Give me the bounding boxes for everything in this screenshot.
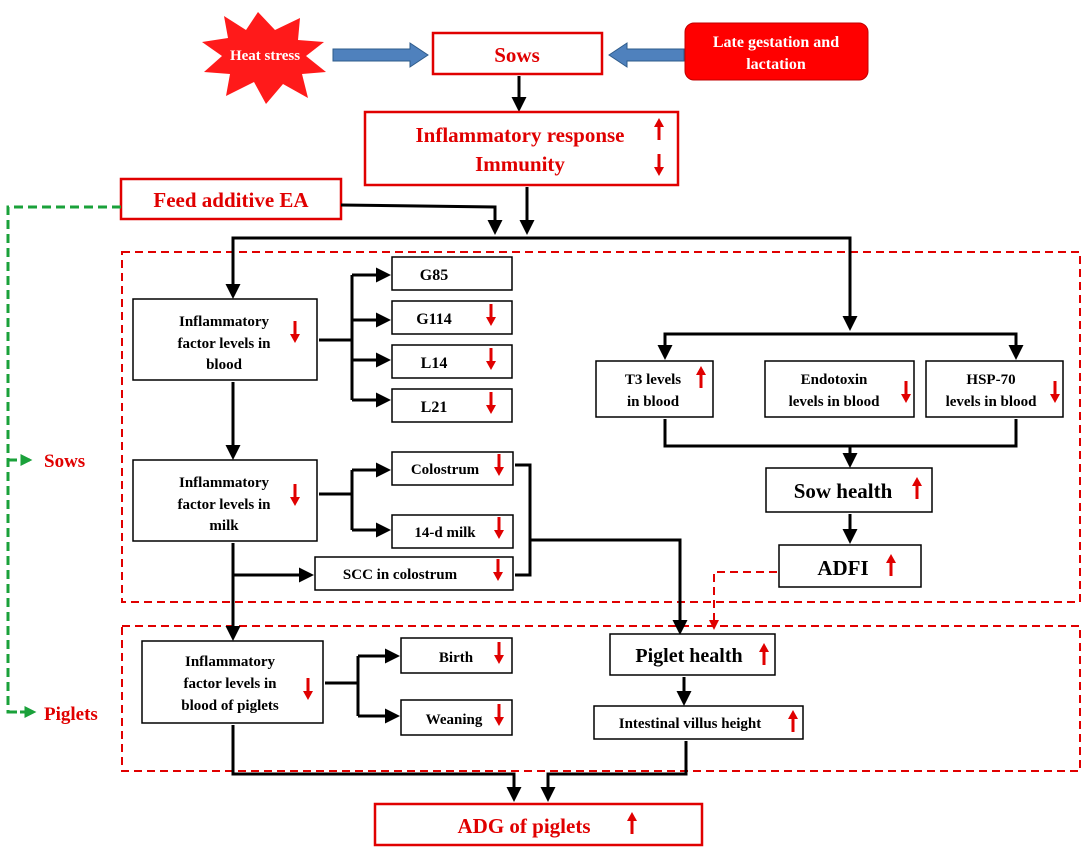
svg-text:G114: G114 bbox=[416, 311, 452, 328]
svg-text:levels in blood: levels in blood bbox=[946, 394, 1038, 410]
svg-text:L14: L14 bbox=[421, 355, 448, 372]
birth-node: Birth bbox=[400, 637, 513, 674]
svg-text:in blood: in blood bbox=[627, 394, 680, 410]
svg-text:Sow health: Sow health bbox=[794, 479, 893, 503]
g85-node: G85 bbox=[391, 256, 513, 291]
feed-additive-node: Feed additive EA bbox=[119, 177, 343, 221]
adfi-node: ADFI bbox=[778, 544, 922, 588]
svg-text:Weaning: Weaning bbox=[426, 712, 483, 728]
milk-factor-node: Inflammatory factor levels in milk bbox=[132, 459, 318, 542]
blood-factor-node: Inflammatory factor levels in blood bbox=[132, 298, 318, 381]
svg-text:HSP-70: HSP-70 bbox=[966, 372, 1015, 388]
sows-top-label: Sows bbox=[494, 43, 540, 67]
late-gestation-line2: lactation bbox=[746, 56, 806, 73]
sows-region bbox=[121, 251, 1081, 603]
immunity-label: Immunity bbox=[475, 152, 565, 176]
scc-node: SCC in colostrum bbox=[314, 556, 514, 591]
hsp70-node: HSP-70 levels in blood bbox=[925, 360, 1064, 418]
svg-text:levels in blood: levels in blood bbox=[789, 394, 881, 410]
inflammatory-response-node: Inflammatory response Immunity bbox=[363, 110, 680, 187]
inflammatory-response-label: Inflammatory response bbox=[415, 123, 624, 147]
blue-arrow-left bbox=[332, 42, 429, 68]
colostrum-node: Colostrum bbox=[391, 451, 514, 486]
heat-stress-label: Heat stress bbox=[230, 48, 300, 64]
heat-stress-star: Heat stress bbox=[202, 12, 326, 104]
blue-arrow-right bbox=[608, 42, 685, 68]
piglets-region bbox=[121, 625, 1081, 772]
endotoxin-node: Endotoxin levels in blood bbox=[764, 360, 915, 418]
sow-health-node: Sow health bbox=[765, 467, 933, 513]
svg-text:Inflammatory: Inflammatory bbox=[185, 654, 275, 670]
svg-text:SCC in colostrum: SCC in colostrum bbox=[343, 567, 458, 583]
svg-text:T3 levels: T3 levels bbox=[625, 372, 681, 388]
svg-text:L21: L21 bbox=[421, 399, 448, 416]
distribution-line bbox=[231, 236, 852, 328]
piglet-factor-node: Inflammatory factor levels in blood of p… bbox=[141, 640, 324, 724]
adg-node: ADG of piglets bbox=[373, 802, 704, 847]
piglets-side-label: Piglets bbox=[44, 704, 98, 725]
g114-node: G114 bbox=[391, 300, 513, 335]
svg-text:ADFI: ADFI bbox=[817, 556, 868, 580]
svg-text:14-d milk: 14-d milk bbox=[414, 525, 476, 541]
svg-text:ADG of piglets: ADG of piglets bbox=[458, 814, 591, 838]
feed-additive-label: Feed additive EA bbox=[153, 188, 309, 212]
sows-side-label: Sows bbox=[44, 451, 85, 472]
l21-node: L21 bbox=[391, 388, 513, 423]
arrow-feed-additive bbox=[340, 203, 503, 235]
weaning-node: Weaning bbox=[400, 699, 513, 736]
svg-text:blood: blood bbox=[206, 357, 243, 373]
svg-text:factor levels in: factor levels in bbox=[177, 336, 271, 352]
svg-text:Endotoxin: Endotoxin bbox=[801, 372, 868, 388]
svg-text:Piglet health: Piglet health bbox=[635, 645, 742, 667]
svg-text:factor levels in: factor levels in bbox=[183, 676, 277, 692]
svg-text:Intestinal villus height: Intestinal villus height bbox=[619, 716, 762, 732]
late-gestation-node: Late gestation and lactation bbox=[684, 22, 869, 81]
villus-node: Intestinal villus height bbox=[593, 705, 804, 740]
svg-text:Colostrum: Colostrum bbox=[411, 462, 480, 478]
svg-text:Birth: Birth bbox=[439, 650, 474, 666]
svg-text:milk: milk bbox=[209, 518, 239, 534]
l14-node: L14 bbox=[391, 344, 513, 379]
svg-text:factor levels in: factor levels in bbox=[177, 497, 271, 513]
piglet-health-node: Piglet health bbox=[609, 633, 776, 676]
svg-text:blood of piglets: blood of piglets bbox=[181, 698, 279, 714]
t3-node: T3 levels in blood bbox=[595, 360, 714, 418]
sows-top-node: Sows bbox=[431, 31, 604, 76]
late-gestation-line1: Late gestation and bbox=[713, 34, 839, 51]
svg-text:Inflammatory: Inflammatory bbox=[179, 314, 269, 330]
milk-14d-node: 14-d milk bbox=[391, 514, 514, 549]
svg-text:Inflammatory: Inflammatory bbox=[179, 475, 269, 491]
svg-text:G85: G85 bbox=[420, 267, 448, 284]
adfi-to-piglet-health bbox=[709, 571, 777, 630]
